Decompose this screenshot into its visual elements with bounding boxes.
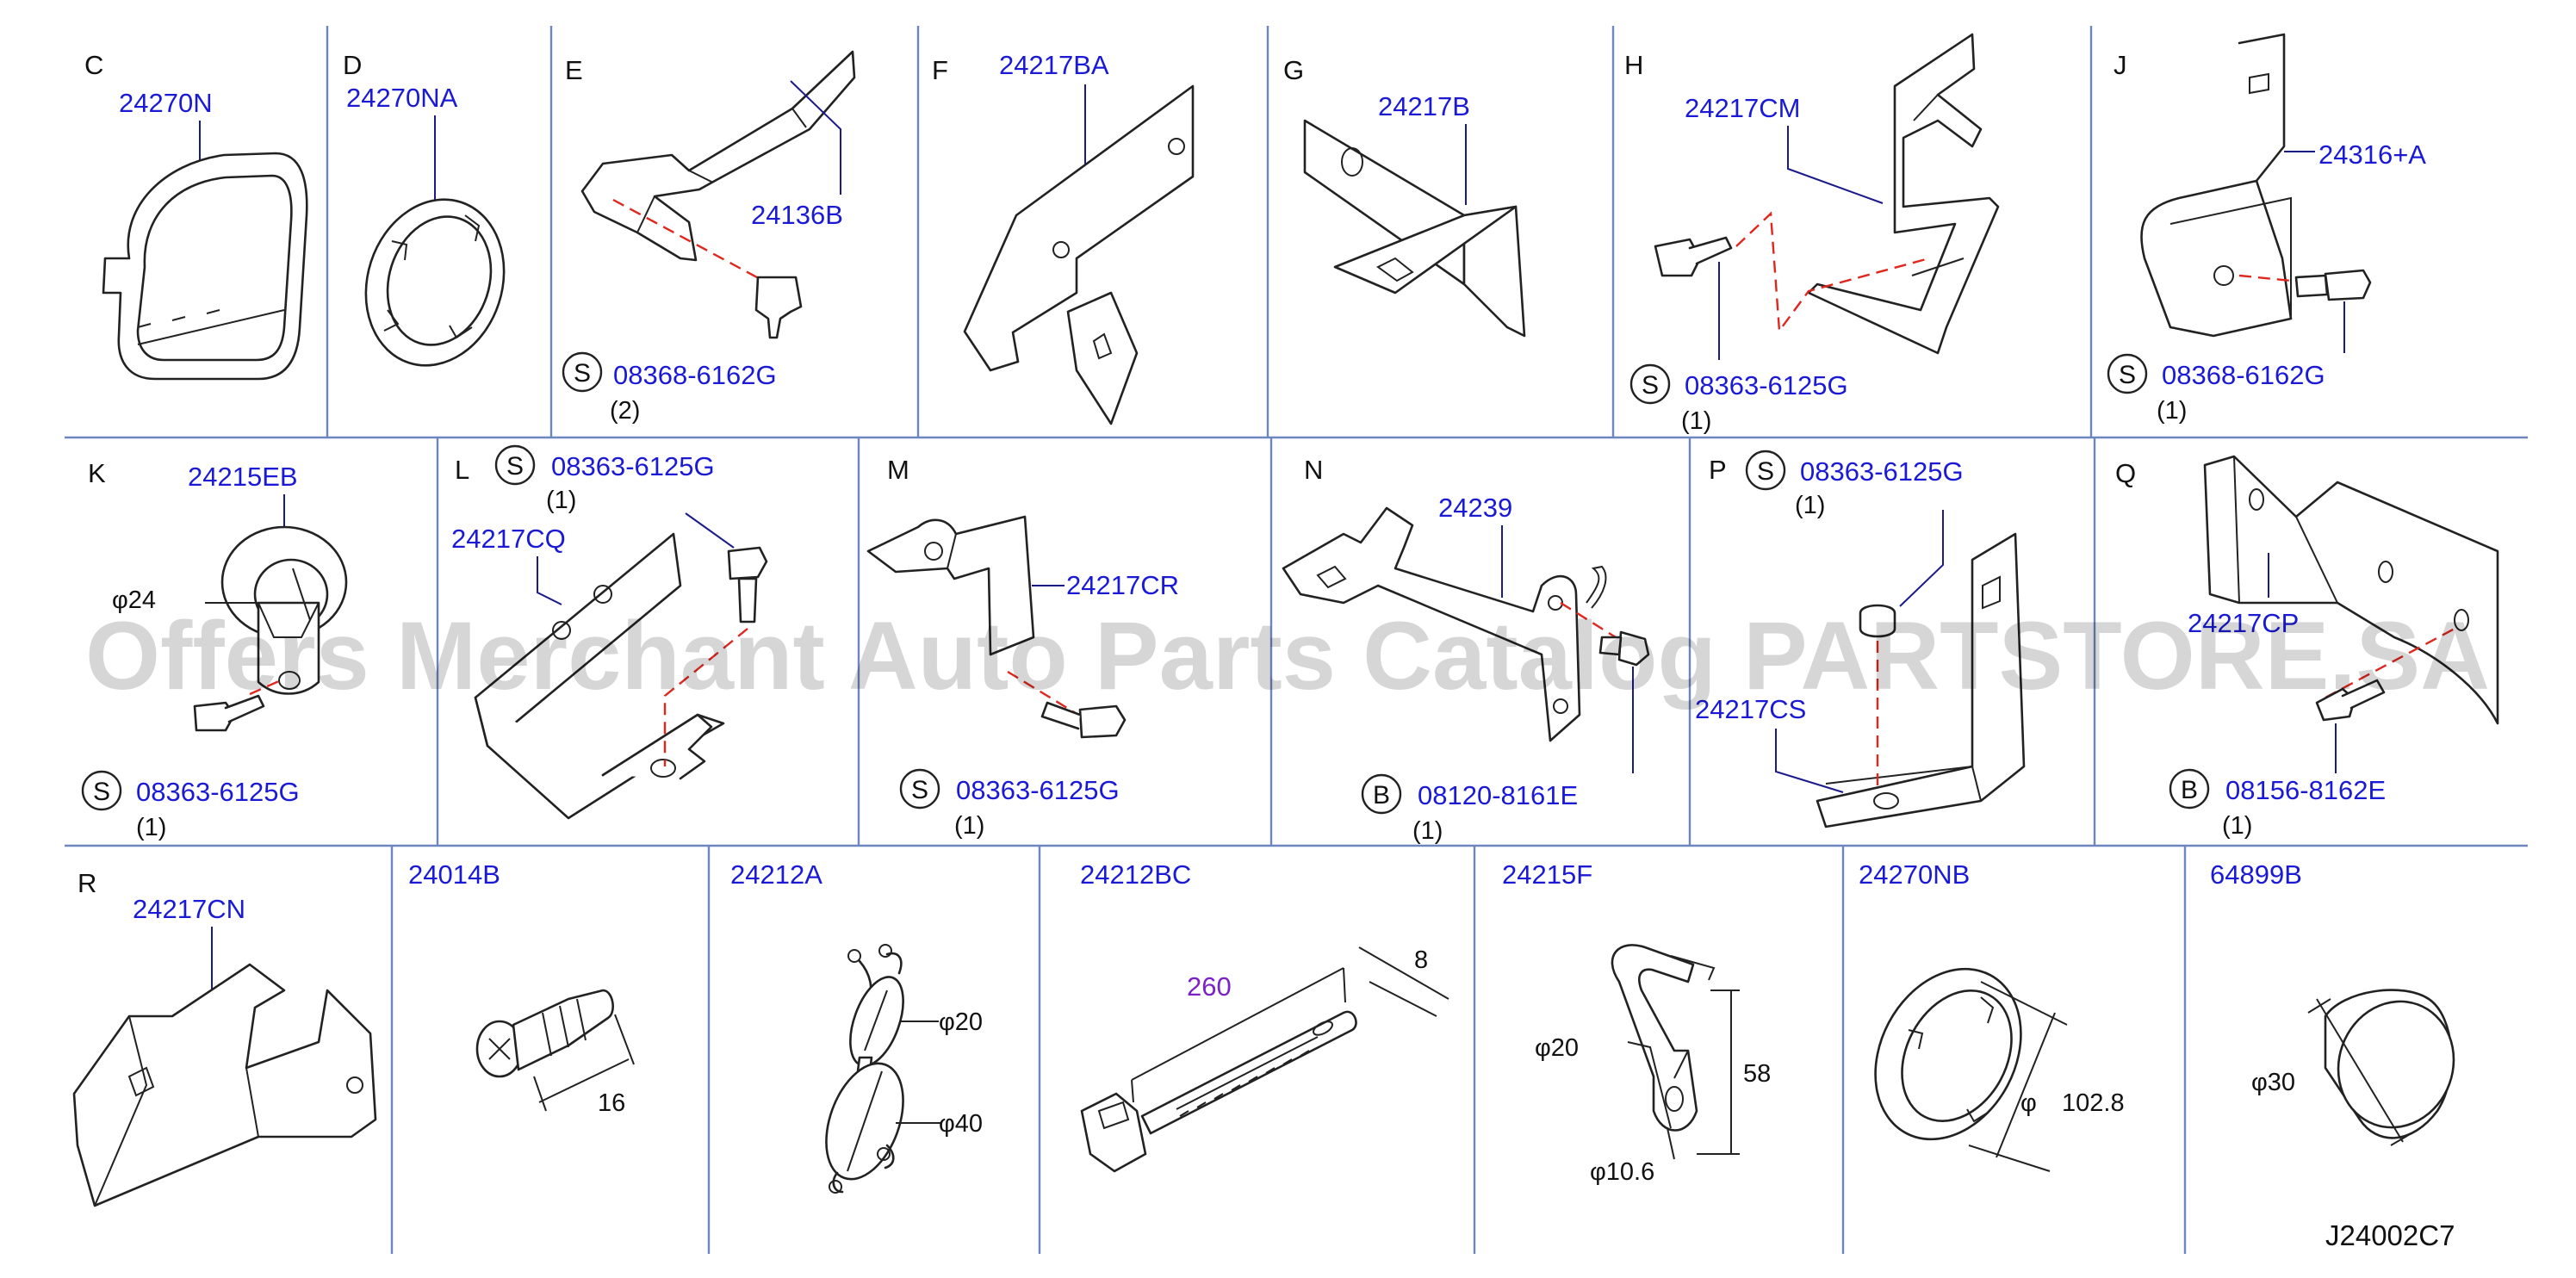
bolt-prefix: B [1373, 781, 1390, 810]
panel-letter: P [1709, 455, 1727, 485]
panel-24215f: 24215F φ20 58 φ10.6 [1502, 859, 1771, 1186]
panel-letter: K [88, 458, 106, 488]
panel-e: E 24136B S 08368-6162G (2) [562, 50, 856, 425]
bolt-prefix: S [1757, 457, 1774, 486]
part-number[interactable]: 24215EB [188, 462, 298, 492]
panel-letter: G [1283, 55, 1304, 85]
panel-q: Q 24217CP B 08156-8162E (1) [2115, 455, 2499, 840]
bolt-quantity: (2) [610, 397, 640, 425]
panel-l: L S 08363-6125G (1) 24217CQ [451, 444, 768, 820]
panel-r: R 24217CN [72, 868, 377, 1207]
part-number[interactable]: 24217CS [1695, 694, 1806, 724]
panel-c: C 24270N [84, 50, 308, 381]
bolt-part-number[interactable]: 08363-6125G [1800, 456, 1964, 487]
part-number[interactable]: 24217B [1378, 91, 1470, 121]
panel-letter: M [887, 455, 909, 485]
bolt-part-number[interactable]: 08363-6125G [956, 775, 1120, 805]
part-number[interactable]: 24014B [408, 859, 500, 890]
panel-p: P S 08363-6125G (1) 24217CS [1695, 450, 2026, 828]
panel-letter: F [932, 55, 948, 85]
panel-k: K 24215EB φ24 S 08363-6125G (1) [81, 458, 348, 841]
bolt-prefix: S [574, 359, 591, 388]
part-number[interactable]: 24217BA [999, 50, 1109, 80]
part-number[interactable]: 24212BC [1080, 859, 1191, 890]
bolt-part-number[interactable]: 08368-6162G [2162, 360, 2325, 390]
bolt-quantity: (1) [2222, 812, 2252, 840]
panel-24212bc: 24212BC 260 8 [1080, 859, 1449, 1173]
bolt-prefix: S [911, 776, 928, 804]
dimension: 260 [1187, 971, 1232, 1002]
panel-h: H 24217CM S 08363-6125G (1) [1624, 33, 2000, 435]
panel-g: G 24217B [1283, 55, 1526, 338]
dimension: 58 [1743, 1060, 1771, 1088]
part-number[interactable]: 24217CN [133, 894, 245, 924]
part-number[interactable]: 24217CP [2188, 608, 2299, 638]
part-number[interactable]: 24212A [730, 859, 822, 890]
dimension: φ40 [939, 1110, 983, 1138]
bolt-prefix: S [1642, 371, 1659, 400]
panel-d: D 24270NA [343, 50, 506, 367]
panel-f: F 24217BA [932, 50, 1195, 425]
dimension: 8 [1414, 946, 1428, 974]
bolt-quantity: (1) [1795, 492, 1825, 519]
bolt-part-number[interactable]: 08368-6162G [613, 360, 777, 390]
panel-j: J 24316+A S 08368-6162G (1) [2107, 33, 2426, 425]
panel-letter: R [78, 868, 96, 898]
part-number[interactable]: 24136B [751, 200, 843, 230]
part-number[interactable]: 24270NA [346, 83, 458, 113]
panel-letter: C [84, 50, 103, 80]
bolt-part-number[interactable]: 08120-8161E [1418, 780, 1578, 810]
bolt-prefix: S [93, 778, 110, 806]
dimension: 102.8 [2062, 1089, 2125, 1117]
panel-letter: H [1624, 50, 1643, 80]
bolt-part-number[interactable]: 08363-6125G [1685, 370, 1848, 400]
panel-24014b: 24014B 16 [408, 859, 635, 1117]
dimension: φ10.6 [1590, 1158, 1654, 1186]
part-number[interactable]: 64899B [2210, 859, 2302, 890]
panel-letter: L [455, 455, 469, 485]
panel-letter: Q [2115, 458, 2136, 488]
panel-24212a: 24212A φ20 φ40 [730, 859, 983, 1194]
dimension: 16 [598, 1089, 625, 1117]
part-number[interactable]: 24217CM [1685, 93, 1800, 123]
panel-64899b: 64899B φ30 [2210, 859, 2455, 1146]
panel-letter: D [343, 50, 362, 80]
panel-letter: J [2114, 50, 2127, 80]
bolt-quantity: (1) [1681, 407, 1711, 435]
part-number[interactable]: 24316+A [2318, 140, 2426, 170]
part-number[interactable]: 24215F [1502, 859, 1592, 890]
part-number[interactable]: 24217CR [1066, 570, 1179, 600]
bolt-quantity: (1) [136, 814, 166, 841]
bolt-part-number[interactable]: 08363-6125G [551, 451, 715, 481]
bolt-part-number[interactable]: 08363-6125G [136, 777, 300, 807]
panel-letter: N [1304, 455, 1323, 485]
part-number[interactable]: 24270NB [1859, 859, 1970, 890]
part-number[interactable]: 24270N [119, 88, 213, 118]
dimension: φ20 [939, 1008, 983, 1036]
part-number[interactable]: 24239 [1438, 493, 1512, 523]
grid-dividers [65, 26, 2528, 1254]
dimension: φ [2020, 1089, 2037, 1117]
bolt-quantity: (1) [546, 487, 576, 514]
bolt-quantity: (1) [2157, 397, 2187, 425]
bolt-quantity: (1) [1412, 817, 1443, 845]
panel-letter: E [565, 55, 583, 85]
dimension: φ20 [1535, 1034, 1579, 1062]
diagram-code: J24002C7 [2325, 1219, 2455, 1251]
watermark: Offers Merchant Auto Parts Catalog PARTS… [85, 602, 2490, 710]
bolt-part-number[interactable]: 08156-8162E [2225, 775, 2386, 805]
panel-n: N 24239 B 08120-8161E (1) [1282, 455, 1650, 845]
bolt-quantity: (1) [954, 812, 984, 840]
part-number[interactable]: 24217CQ [451, 524, 566, 554]
bolt-prefix: S [506, 452, 524, 481]
dimension: φ30 [2251, 1069, 2295, 1096]
bolt-prefix: S [2119, 361, 2136, 389]
dimension: φ24 [112, 586, 156, 614]
panel-m: M 24217CR S 08363-6125G (1) [866, 455, 1179, 840]
bolt-prefix: B [2181, 776, 2198, 804]
panel-24270nb: 24270NB φ 102.8 [1859, 859, 2125, 1172]
